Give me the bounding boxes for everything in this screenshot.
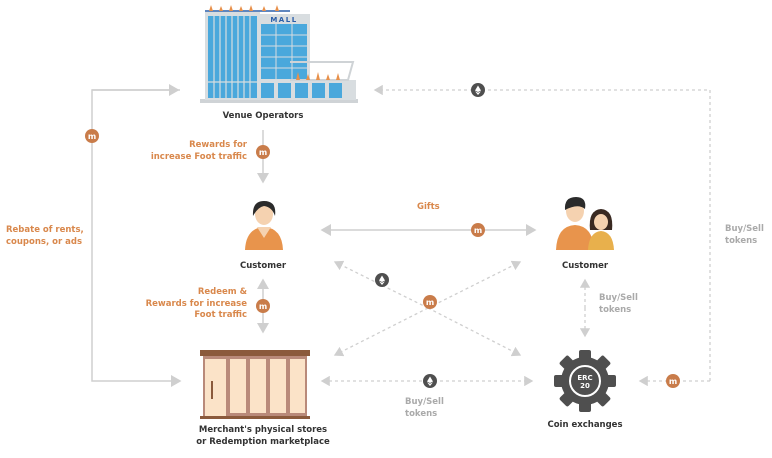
customer-right-label: Customer — [561, 261, 609, 271]
redeem-line2: Rewards for increase — [145, 298, 247, 309]
token-coin-icon — [85, 129, 99, 143]
customer-left-label: Customer — [239, 261, 287, 271]
erc20-gear-icon: ERC 20 — [554, 350, 616, 412]
storefront-icon — [200, 350, 310, 419]
erc-label: ERC — [577, 374, 592, 382]
buysell-mid-line1: Buy/Sell — [405, 397, 444, 407]
dashed-connectors — [320, 84, 711, 387]
ethereum-coin-icon — [423, 374, 437, 388]
erc-number: 20 — [580, 382, 590, 390]
mall-building-icon: MALL — [200, 5, 358, 103]
buysell-vert-line2: tokens — [599, 304, 632, 315]
buysell-right-line2: tokens — [725, 235, 758, 246]
merchant-label-line2: or Redemption marketplace — [196, 436, 330, 447]
coin-exchanges-label: Coin exchanges — [547, 420, 623, 430]
ethereum-coin-icon — [471, 83, 485, 97]
buysell-vert-line1: Buy/Sell — [599, 293, 638, 303]
customer-couple-icon — [556, 197, 614, 250]
customer-woman-icon — [245, 201, 283, 250]
rebate-label: Rebate of rents,coupons, or ads — [6, 225, 84, 248]
ethereum-coin-icon — [375, 273, 389, 287]
gifts-label: Gifts — [417, 202, 440, 212]
token-coin-icon — [256, 299, 270, 313]
token-coin-icon — [256, 145, 270, 159]
merchant-label-line1: Merchant's physical stores — [198, 425, 328, 435]
buysell-mid-line2: tokens — [405, 408, 438, 419]
mall-sign: MALL — [270, 16, 297, 24]
venue-operators-label: Venue Operators — [222, 111, 304, 121]
rewards-line2: increase Foot traffic — [150, 151, 247, 162]
rebate-line2: coupons, or ads — [6, 236, 83, 247]
buysell-right-line1: Buy/Sell — [725, 224, 764, 234]
redeem-line3: Foot traffic — [194, 310, 247, 320]
redeem-line1: Redeem & — [197, 287, 247, 297]
token-coin-icon — [423, 295, 437, 309]
rebate-line1: Rebate of rents, — [6, 225, 84, 235]
token-coin-icon — [471, 223, 485, 237]
rewards-line1: Rewards for — [189, 140, 247, 150]
token-coin-icon — [666, 374, 680, 388]
rebate-connector — [91, 84, 182, 387]
